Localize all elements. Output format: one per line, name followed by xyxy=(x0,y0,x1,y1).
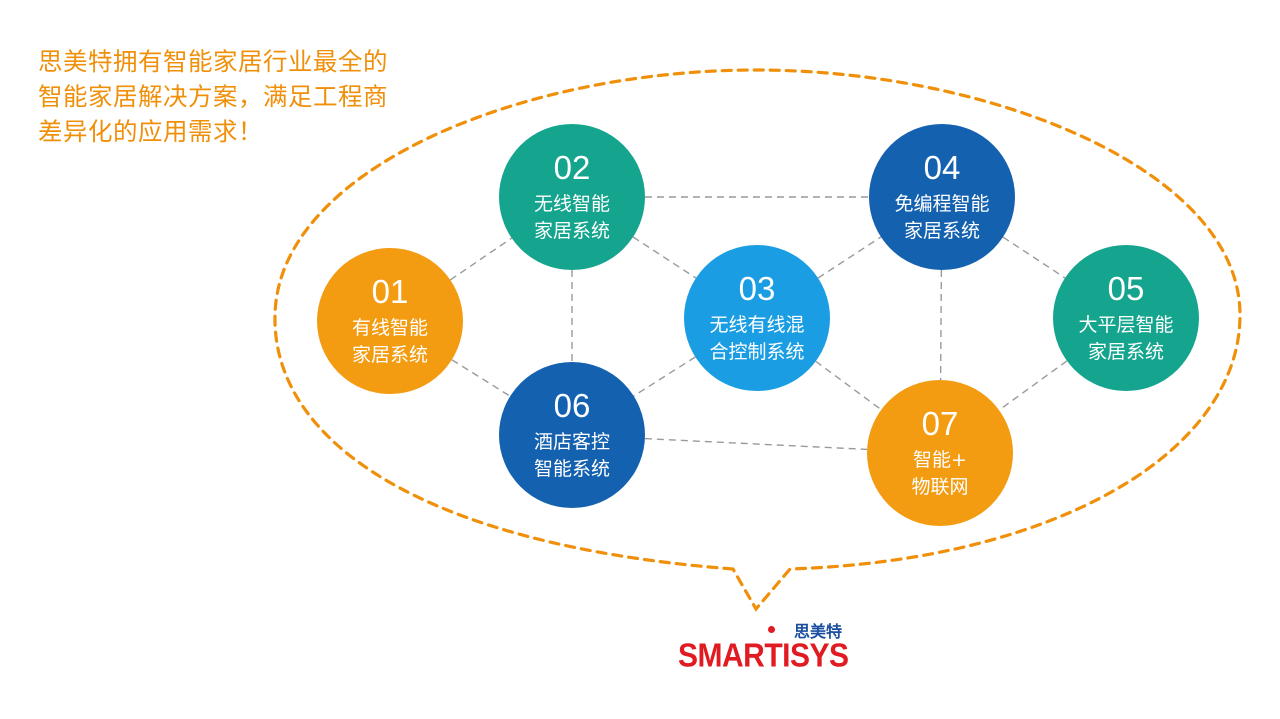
node-07-label-line-2: 物联网 xyxy=(911,476,969,498)
node-02-wireless-smart-home: 02 无线智能 家居系统 xyxy=(499,124,645,270)
node-01-number: 01 xyxy=(371,273,409,310)
smartisys-logo: 思美特 SMARTISYS xyxy=(676,616,849,676)
logo-chinese-text: 思美特 xyxy=(793,622,842,641)
node-03-hybrid-control: 03 无线有线混 合控制系统 xyxy=(684,245,830,391)
node-05-large-flat: 05 大平层智能 家居系统 xyxy=(1053,245,1199,391)
node-01-wired-smart-home: 01 有线智能 家居系统 xyxy=(317,248,463,394)
connector-03-07 xyxy=(815,360,882,411)
node-06-label-line-1: 酒店客控 xyxy=(533,431,610,453)
node-03-label-line-2: 合控制系统 xyxy=(709,341,805,363)
node-05-label-line-1: 大平层智能 xyxy=(1078,314,1174,336)
node-03-label-line-1: 无线有线混 xyxy=(709,314,805,336)
node-04-label-line-1: 免编程智能 xyxy=(894,193,990,215)
node-05-number: 05 xyxy=(1107,270,1145,307)
connector-05-07 xyxy=(998,360,1068,411)
node-01-label-line-1: 有线智能 xyxy=(351,317,428,339)
node-07-iot: 07 智能+ 物联网 xyxy=(867,380,1013,526)
connector-01-02 xyxy=(449,237,513,281)
connector-03-06 xyxy=(633,356,696,397)
node-06-hotel-room-control: 06 酒店客控 智能系统 xyxy=(499,362,645,508)
node-06-label-line-2: 智能系统 xyxy=(533,458,610,480)
connector-04-05 xyxy=(1002,236,1066,279)
node-05-label-line-2: 家居系统 xyxy=(1087,341,1164,363)
intro-text: 思美特拥有智能家居行业最全的 智能家居解决方案，满足工程商 差异化的应用需求！ xyxy=(38,44,388,149)
node-06-number: 06 xyxy=(553,387,591,424)
speech-bubble-path xyxy=(273,68,1242,612)
connector-01-06 xyxy=(451,359,511,397)
intro-line-3: 差异化的应用需求！ xyxy=(38,117,263,146)
node-03-number: 03 xyxy=(738,270,776,307)
intro-line-1: 思美特拥有智能家居行业最全的 xyxy=(38,47,388,76)
node-04-label-line-2: 家居系统 xyxy=(903,220,980,242)
logo-dot xyxy=(768,626,775,633)
connector-03-04 xyxy=(817,236,882,279)
node-02-number: 02 xyxy=(553,149,591,186)
node-07-number: 07 xyxy=(921,405,959,442)
node-02-label-line-2: 家居系统 xyxy=(533,220,610,242)
connector-lines xyxy=(449,196,1068,451)
node-04-number: 04 xyxy=(923,149,961,186)
node-04-no-programming: 04 免编程智能 家居系统 xyxy=(869,124,1015,270)
node-02-label-line-1: 无线智能 xyxy=(533,193,610,215)
node-07-label-line-1: 智能+ xyxy=(913,449,967,471)
connector-04-07 xyxy=(939,269,943,381)
connector-02-03 xyxy=(632,236,697,279)
connector-06-07 xyxy=(644,437,868,451)
node-01-label-line-2: 家居系统 xyxy=(351,344,428,366)
logo-wordmark: SMARTISYS xyxy=(678,638,849,675)
intro-line-2: 智能家居解决方案，满足工程商 xyxy=(38,82,388,111)
